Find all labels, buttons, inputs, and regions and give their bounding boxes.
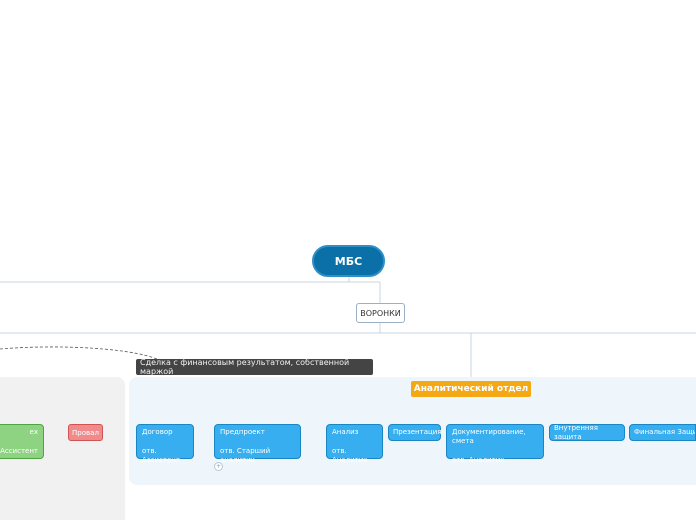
relation-tooltip: Сделка с финансовым результатом, собстве…	[136, 358, 373, 376]
stage-title: Финальная Защита	[634, 428, 695, 436]
stage-owner: отв. Старший аналитик	[220, 447, 271, 464]
success-stage-title: ех	[29, 428, 38, 436]
stage-owner: отв. Аналитик	[452, 456, 505, 464]
stage-owner: отв. Аналитик	[332, 447, 368, 464]
stage-node-preproject[interactable]: Предпроект отв. Старший аналитик	[214, 424, 301, 464]
stage-owner: отв. Ассистент	[142, 447, 180, 464]
failure-stage-label: Провал	[72, 428, 99, 437]
stage-node-contract[interactable]: Договор отв. Ассистент	[136, 424, 194, 464]
success-stage-node[interactable]: ех ь. Ассистент	[0, 424, 44, 459]
stage-title: Презентация	[393, 428, 442, 436]
failure-stage-node[interactable]: Провал	[68, 424, 103, 441]
stage-node-final-defense[interactable]: Финальная Защита	[629, 424, 696, 441]
funnels-node[interactable]: ВОРОНКИ	[356, 303, 405, 323]
stage-node-documentation[interactable]: Документирование, смета отв. Аналитик	[446, 424, 544, 464]
stage-title: Предпроект	[220, 428, 265, 436]
plus-icon[interactable]: +	[214, 462, 223, 471]
root-label: МБС	[334, 254, 363, 268]
department-label[interactable]: Аналитический отдел	[411, 381, 531, 397]
stage-title: Документирование, смета	[452, 428, 526, 445]
stage-title: Анализ	[332, 428, 359, 436]
success-stage-owner: ь. Ассистент	[0, 447, 38, 455]
stage-node-presentation[interactable]: Презентация	[388, 424, 442, 441]
funnels-label: ВОРОНКИ	[360, 308, 401, 318]
tooltip-text: Сделка с финансовым результатом, собстве…	[140, 358, 350, 376]
stage-node-analysis[interactable]: Анализ отв. Аналитик	[326, 424, 383, 464]
stage-title: Внутренняя защита	[554, 423, 598, 441]
root-node[interactable]: МБС	[312, 245, 385, 277]
stage-node-internal-defense[interactable]: Внутренняя защита	[549, 424, 625, 441]
department-label-text: Аналитический отдел	[413, 384, 529, 394]
stage-title: Договор	[142, 428, 173, 436]
